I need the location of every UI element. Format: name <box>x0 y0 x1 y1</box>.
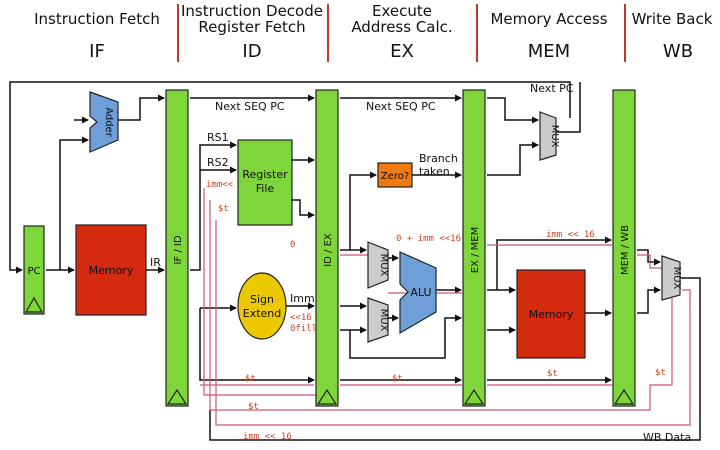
stage-abbr-wb: WB <box>663 41 693 62</box>
sign-extend-label-1: Sign <box>250 293 274 306</box>
next-pc-label: Next PC <box>530 82 574 95</box>
stage-title-id: Instruction Decode <box>181 2 323 20</box>
mux-label: MUX <box>671 267 682 290</box>
if-id-register: IF / ID <box>165 89 189 407</box>
stage-title-ex: Execute <box>372 2 432 20</box>
stage-abbr-ex: EX <box>390 41 414 62</box>
stage-abbr-mem: MEM <box>528 41 570 62</box>
register-file-label-2: File <box>256 182 275 195</box>
mux-label: MUX <box>378 309 389 332</box>
pc-register: PC <box>23 225 45 315</box>
annotation: $t <box>392 374 403 384</box>
stage-subtitle-id: Register Fetch <box>198 18 305 36</box>
rs1-label: RS1 <box>207 131 229 144</box>
annotation: $t <box>245 374 256 384</box>
data-memory: Memory <box>516 269 586 359</box>
taken-label: taken <box>419 165 450 178</box>
mem-wb-register: MEM / WB <box>612 89 636 407</box>
ir-label: IR <box>150 256 161 269</box>
stage-title-wb: Write Back <box>632 10 713 28</box>
zero-check-label: Zero? <box>381 171 409 182</box>
zero-check: Zero? <box>377 162 413 188</box>
annotation: $t <box>655 368 666 378</box>
instruction-memory: Memory <box>75 224 147 316</box>
branch-label: Branch <box>419 152 458 165</box>
imm-label: Imm <box>290 292 315 305</box>
annotation: $t <box>248 402 259 412</box>
wb-data-label: WB Data <box>643 431 691 444</box>
alu-input-mux-a: MUX <box>367 241 389 289</box>
pc-label: PC <box>27 266 40 277</box>
stage-headers: Instruction Fetch IF Instruction Decode … <box>34 2 713 62</box>
adder-label: Adder <box>103 107 114 138</box>
annotation: <<16 <box>290 313 312 323</box>
highlight-paths <box>200 188 691 426</box>
sign-extend: Sign Extend <box>237 272 287 340</box>
annotation: imm<< <box>206 180 234 190</box>
alu: ALU <box>399 251 437 335</box>
annotation: $t <box>218 204 229 214</box>
datapath-wires <box>9 81 701 441</box>
annotation: imm << 16 <box>546 230 595 240</box>
stage-title-if: Instruction Fetch <box>34 10 160 28</box>
ex-mem-register: EX / MEM <box>462 89 486 407</box>
id-ex-label: ID / EX <box>323 233 334 267</box>
stage-subtitle-ex: Address Calc. <box>351 18 452 36</box>
alu-label: ALU <box>410 286 431 299</box>
mem-wb-label: MEM / WB <box>620 225 631 275</box>
annotation: 0fill <box>290 324 317 334</box>
stage-abbr-if: IF <box>89 41 105 62</box>
annotations: imm<< $t 0 <<16 0fill 0 + imm <<16 imm <… <box>206 180 666 442</box>
mux-label: MUX <box>378 254 389 277</box>
writeback-mux: MUX <box>661 255 682 301</box>
annotation: imm << 16 <box>243 432 292 442</box>
wire-labels: Next PC Next SEQ PC Next SEQ PC RS1 RS2 … <box>150 82 691 444</box>
alu-input-mux-b: MUX <box>367 297 389 343</box>
pc-select-mux: MUX <box>539 111 560 161</box>
adder: Adder <box>89 91 119 153</box>
next-seq-pc-label: Next SEQ PC <box>366 100 436 113</box>
annotation: 0 <box>290 240 295 250</box>
annotation: $t <box>547 369 558 379</box>
stage-title-mem: Memory Access <box>490 10 607 28</box>
data-memory-label: Memory <box>529 308 574 321</box>
next-seq-pc-label: Next SEQ PC <box>215 100 285 113</box>
mux-label: MUX <box>549 125 560 148</box>
pipeline-registers: IF / ID ID / EX EX / MEM MEM / WB <box>165 89 636 407</box>
register-file: Register File <box>237 139 293 226</box>
instruction-memory-label: Memory <box>89 264 134 277</box>
sign-extend-label-2: Extend <box>243 307 282 320</box>
if-id-label: IF / ID <box>173 235 184 264</box>
register-file-label-1: Register <box>242 168 288 181</box>
stage-abbr-id: ID <box>242 41 261 62</box>
id-ex-register: ID / EX <box>315 89 339 407</box>
annotation: 0 + imm <<16 <box>396 234 461 244</box>
rs2-label: RS2 <box>207 156 229 169</box>
ex-mem-label: EX / MEM <box>470 227 481 273</box>
